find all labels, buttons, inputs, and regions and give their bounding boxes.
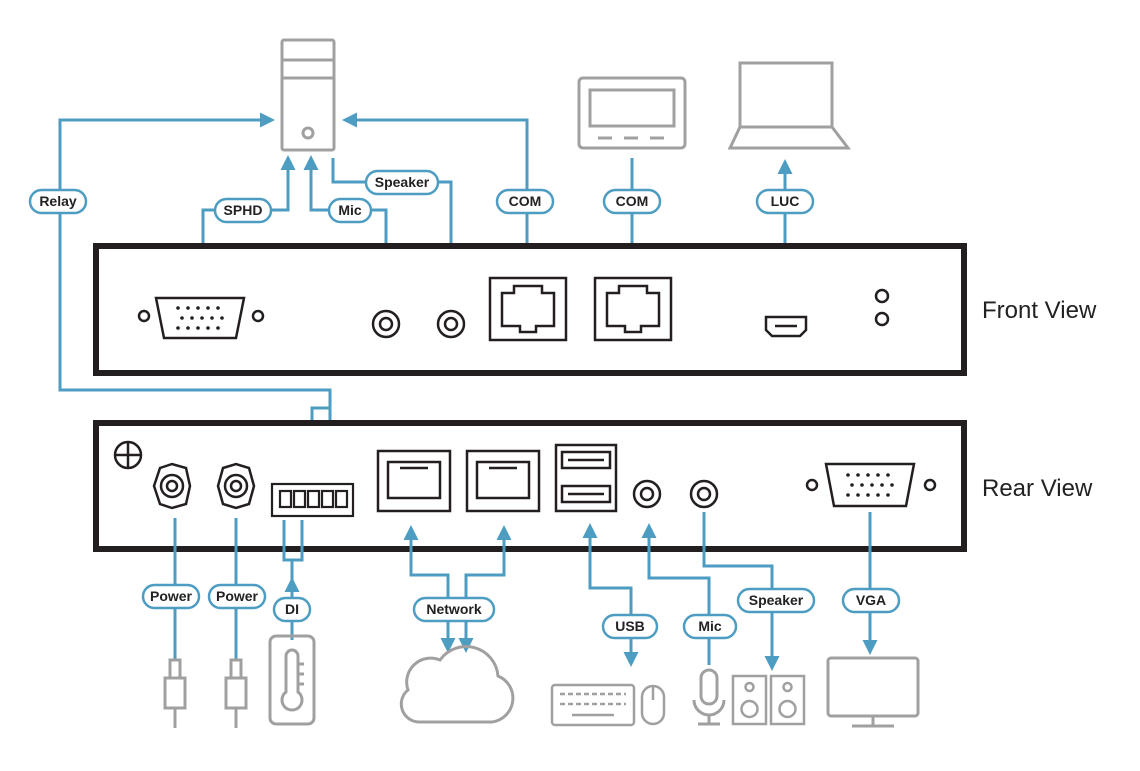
vga-monitor-icon xyxy=(826,656,920,728)
display-terminal-icon xyxy=(577,76,687,150)
power-plug-2-icon xyxy=(224,658,248,728)
label-usb: USB xyxy=(601,613,659,640)
rear-view-label: Rear View xyxy=(982,475,1093,502)
power-connector-1-icon xyxy=(152,462,192,510)
rear-mic-jack-icon xyxy=(632,479,662,509)
front-vga-port-icon xyxy=(137,296,265,340)
label-relay: Relay xyxy=(28,188,88,215)
svg-text:Power: Power xyxy=(150,588,193,604)
front-panel xyxy=(93,243,967,376)
svg-text:SPHD: SPHD xyxy=(224,202,263,218)
label-com-display: COM xyxy=(602,188,662,215)
front-mic-jack-icon xyxy=(371,309,401,339)
svg-text:COM: COM xyxy=(616,193,649,209)
label-di: DI xyxy=(272,596,312,623)
keyboard-icon xyxy=(550,683,636,727)
thermometer-sensor-icon xyxy=(268,634,316,726)
rear-vga-port-icon xyxy=(805,462,937,508)
label-power-2: Power xyxy=(207,583,267,610)
svg-text:Network: Network xyxy=(426,601,481,617)
label-network: Network xyxy=(412,596,496,623)
front-view-label: Front View xyxy=(982,297,1097,324)
svg-text:USB: USB xyxy=(615,618,645,634)
label-speaker-front: Speaker xyxy=(364,169,440,196)
front-com-rj45-port-1-icon xyxy=(488,276,568,342)
svg-text:VGA: VGA xyxy=(856,592,886,608)
power-plug-1-icon xyxy=(163,658,187,728)
cloud-network-icon xyxy=(399,645,515,724)
front-led-indicators-icon xyxy=(874,288,890,327)
svg-text:Power: Power xyxy=(216,588,259,604)
svg-text:LUC: LUC xyxy=(771,193,800,209)
mouse-icon xyxy=(640,684,666,726)
label-vga: VGA xyxy=(841,587,901,614)
svg-text:Speaker: Speaker xyxy=(375,174,430,190)
microphone-icon xyxy=(692,668,726,726)
computer-tower-icon xyxy=(280,38,336,152)
label-speaker-rear: Speaker xyxy=(736,587,816,614)
laptop-icon xyxy=(727,61,852,150)
terminal-block-icon xyxy=(270,482,355,518)
svg-text:COM: COM xyxy=(509,193,542,209)
label-luc: LUC xyxy=(755,188,815,215)
label-mic-front: Mic xyxy=(327,197,373,224)
label-com-pc: COM xyxy=(495,188,555,215)
rear-network-rj45-port-1-icon xyxy=(376,449,452,513)
svg-text:Mic: Mic xyxy=(338,202,362,218)
front-speaker-jack-icon xyxy=(436,309,466,339)
svg-text:Mic: Mic xyxy=(698,618,722,634)
rear-speaker-jack-icon xyxy=(689,479,719,509)
label-sphd: SPHD xyxy=(213,197,273,224)
label-mic-rear: Mic xyxy=(682,613,738,640)
svg-text:Speaker: Speaker xyxy=(749,592,804,608)
front-luc-hdmi-port-icon xyxy=(764,315,808,338)
rear-usb-ports-icon xyxy=(554,443,618,513)
svg-text:Relay: Relay xyxy=(39,193,77,209)
svg-text:DI: DI xyxy=(285,601,299,617)
power-connector-2-icon xyxy=(216,462,256,510)
front-com-rj45-port-2-icon xyxy=(593,276,673,342)
ground-screw-icon xyxy=(113,440,143,470)
rear-network-rj45-port-2-icon xyxy=(465,449,541,513)
speakers-icon xyxy=(731,674,806,726)
label-power-1: Power xyxy=(141,583,201,610)
